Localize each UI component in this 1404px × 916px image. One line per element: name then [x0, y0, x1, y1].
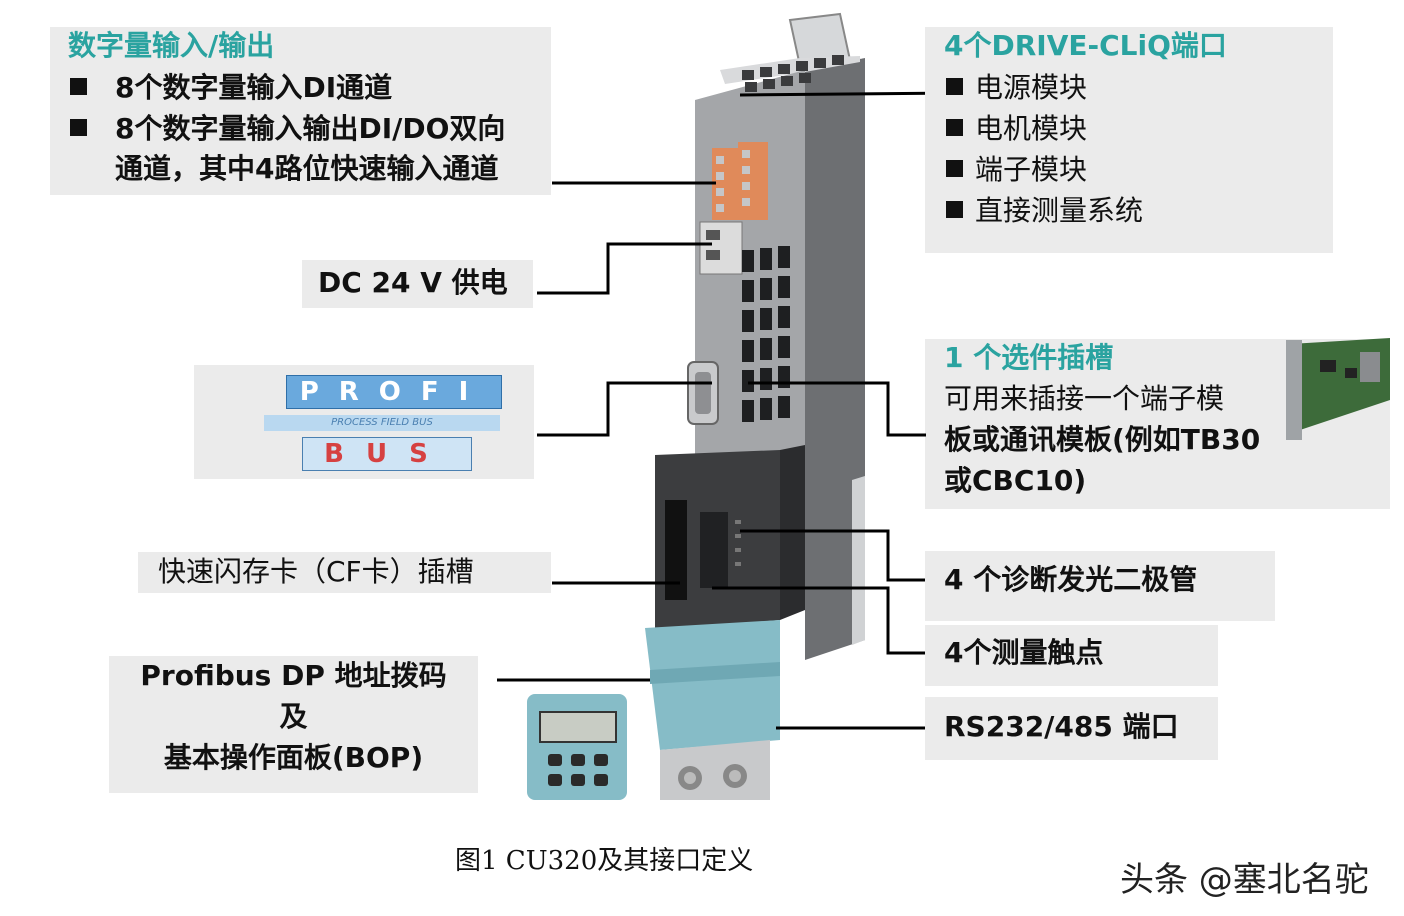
option-slot-title: 1 个选件插槽	[944, 344, 1113, 372]
drive-cliq-title: 4个DRIVE-CLiQ端口	[944, 32, 1227, 60]
measure-label: 4个测量触点	[944, 639, 1103, 667]
bop-line-1: Profibus DP 地址拨码	[109, 662, 478, 690]
bullet-square-icon	[946, 119, 963, 136]
bullet-square-icon	[946, 78, 963, 95]
watermark: 头条 @塞北名驼	[1120, 852, 1369, 901]
profibus-logo-middle: PROCESS FIELD BUS	[264, 415, 500, 431]
digital-io-item-2-cont: 通道，其中4路位快速输入通道	[115, 155, 498, 183]
drive-cliq-item-3: 端子模块	[946, 156, 1087, 184]
digital-io-item-1: 8个数字量输入DI通道	[70, 74, 392, 102]
bop-line-2: 及	[109, 703, 478, 731]
profibus-logo-bottom: BUS	[302, 437, 472, 471]
bullet-square-icon	[946, 201, 963, 218]
bullet-square-icon	[70, 78, 87, 95]
digital-io-item-2: 8个数字量输入输出DI/DO双向	[70, 115, 505, 143]
drive-cliq-item-2: 电机模块	[946, 115, 1087, 143]
leds-label: 4 个诊断发光二极管	[944, 566, 1197, 594]
bullet-square-icon	[946, 160, 963, 177]
figure-caption: 图1 CU320及其接口定义	[455, 840, 753, 877]
cf-slot-label: 快速闪存卡（CF卡）插槽	[158, 558, 474, 586]
rs232-label: RS232/485 端口	[944, 713, 1179, 741]
drive-cliq-item-1: 电源模块	[946, 74, 1087, 102]
option-slot-line-2: 板或通讯模板(例如TB30	[944, 426, 1260, 454]
option-slot-line-3: 或CBC10)	[944, 467, 1086, 495]
drive-cliq-item-4: 直接测量系统	[946, 197, 1143, 225]
dc24-label: DC 24 V 供电	[318, 269, 508, 297]
profibus-logo: PROFI PROCESS FIELD BUS BUS	[256, 375, 500, 470]
bullet-square-icon	[70, 119, 87, 136]
bop-line-3: 基本操作面板(BOP)	[109, 744, 478, 772]
option-slot-line-1: 可用来插接一个端子模	[944, 385, 1224, 413]
profibus-logo-top: PROFI	[286, 375, 502, 409]
digital-io-title: 数字量输入/输出	[68, 32, 274, 60]
